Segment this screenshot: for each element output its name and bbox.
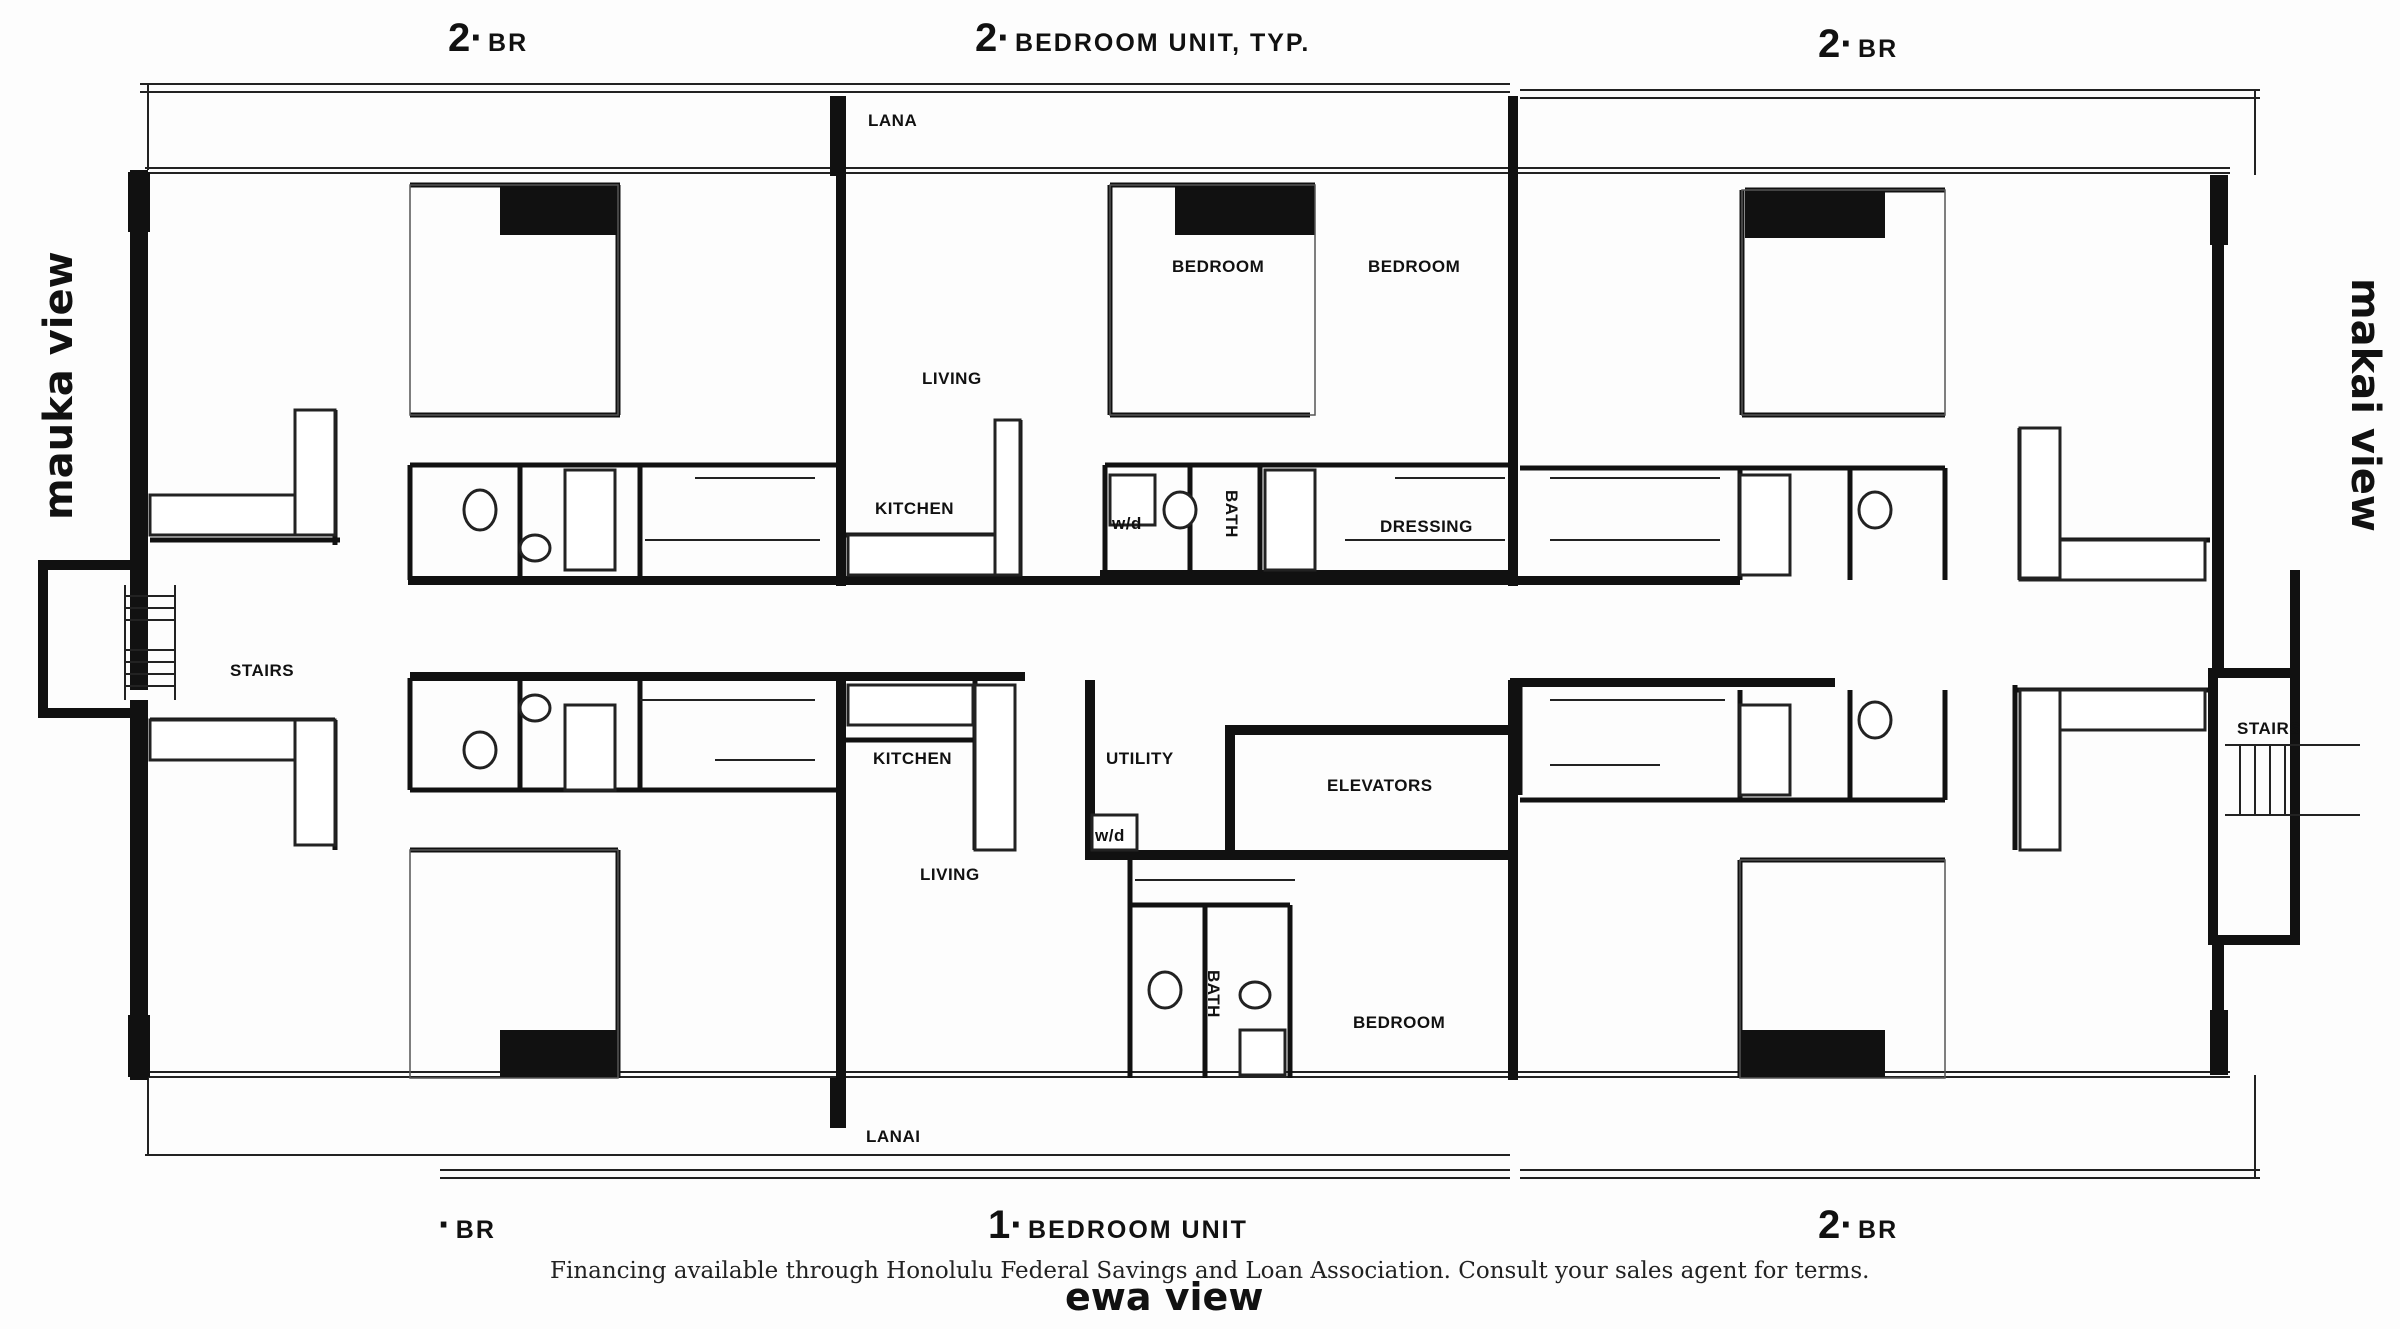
- partition-walls: [150, 182, 2210, 1078]
- structural-walls: [38, 96, 2300, 1128]
- room-label-washer-dryer: w/d: [1095, 826, 1125, 845]
- bottom-lanai-rails: [140, 1071, 2260, 1179]
- heading-number: 1·: [988, 1203, 1024, 1247]
- room-label-stairs-left: STAIRS: [230, 661, 295, 680]
- heading-bottom-left: · BR: [438, 1205, 496, 1245]
- heading-top-right: 2· BR: [1818, 24, 1898, 64]
- heading-text: BR: [1858, 35, 1899, 63]
- heading-text: BR: [488, 29, 529, 57]
- bath-fixtures: [462, 468, 1893, 1077]
- room-label-dressing: DRESSING: [1380, 517, 1473, 536]
- heading-number: 2·: [975, 16, 1011, 60]
- closet-rods: [640, 477, 1725, 881]
- room-label-bedroom: BEDROOM: [1172, 257, 1265, 276]
- heading-text: BR: [455, 1216, 496, 1244]
- room-label-bedroom: BEDROOM: [1353, 1013, 1446, 1032]
- room-label-living: LIVING: [922, 369, 982, 388]
- room-label-living: LIVING: [920, 865, 980, 884]
- room-label-bath: BATH: [1204, 970, 1223, 1018]
- heading-number: 2·: [448, 16, 484, 60]
- room-label-washer-dryer: w/d: [1112, 514, 1142, 533]
- heading-text: BEDROOM UNIT: [1028, 1216, 1248, 1244]
- makai-view-label: makai view: [2342, 278, 2388, 532]
- mauka-view-label: mauka view: [36, 251, 82, 520]
- top-lanai-rails: [140, 83, 2260, 175]
- room-label-bath: BATH: [1222, 490, 1241, 538]
- bed-outlines: [409, 184, 1946, 1079]
- heading-number: 2·: [1818, 1203, 1854, 1247]
- heading-top-left: 2· BR: [448, 18, 528, 58]
- room-label-bedroom: BEDROOM: [1368, 257, 1461, 276]
- heading-text: BEDROOM UNIT, TYP.: [1015, 29, 1311, 57]
- heading-text: BR: [1858, 1216, 1899, 1244]
- room-label-kitchen: KITCHEN: [873, 749, 953, 768]
- room-label-elevators: ELEVATORS: [1327, 776, 1433, 795]
- ewa-view-label: ewa view: [1065, 1275, 1264, 1319]
- financing-footer-text: Financing available through Honolulu Fed…: [550, 1258, 1870, 1284]
- heading-top-center: 2· BEDROOM UNIT, TYP.: [975, 18, 1310, 58]
- heading-number: ·: [438, 1203, 452, 1247]
- heading-bottom-right: 2· BR: [1818, 1205, 1898, 1245]
- room-label-lanai-bottom: LANAI: [866, 1127, 921, 1146]
- kitchen-counters: [148, 408, 2207, 852]
- heading-bottom-center: 1· BEDROOM UNIT: [988, 1205, 1248, 1245]
- stair-treads: [124, 585, 2360, 816]
- heading-number: 2·: [1818, 22, 1854, 66]
- room-label-kitchen: KITCHEN: [875, 499, 955, 518]
- room-label-stairs-right: STAIRS: [2237, 719, 2302, 738]
- room-label-utility: UTILITY: [1106, 749, 1174, 768]
- room-label-lanai-top: LANA: [868, 111, 918, 130]
